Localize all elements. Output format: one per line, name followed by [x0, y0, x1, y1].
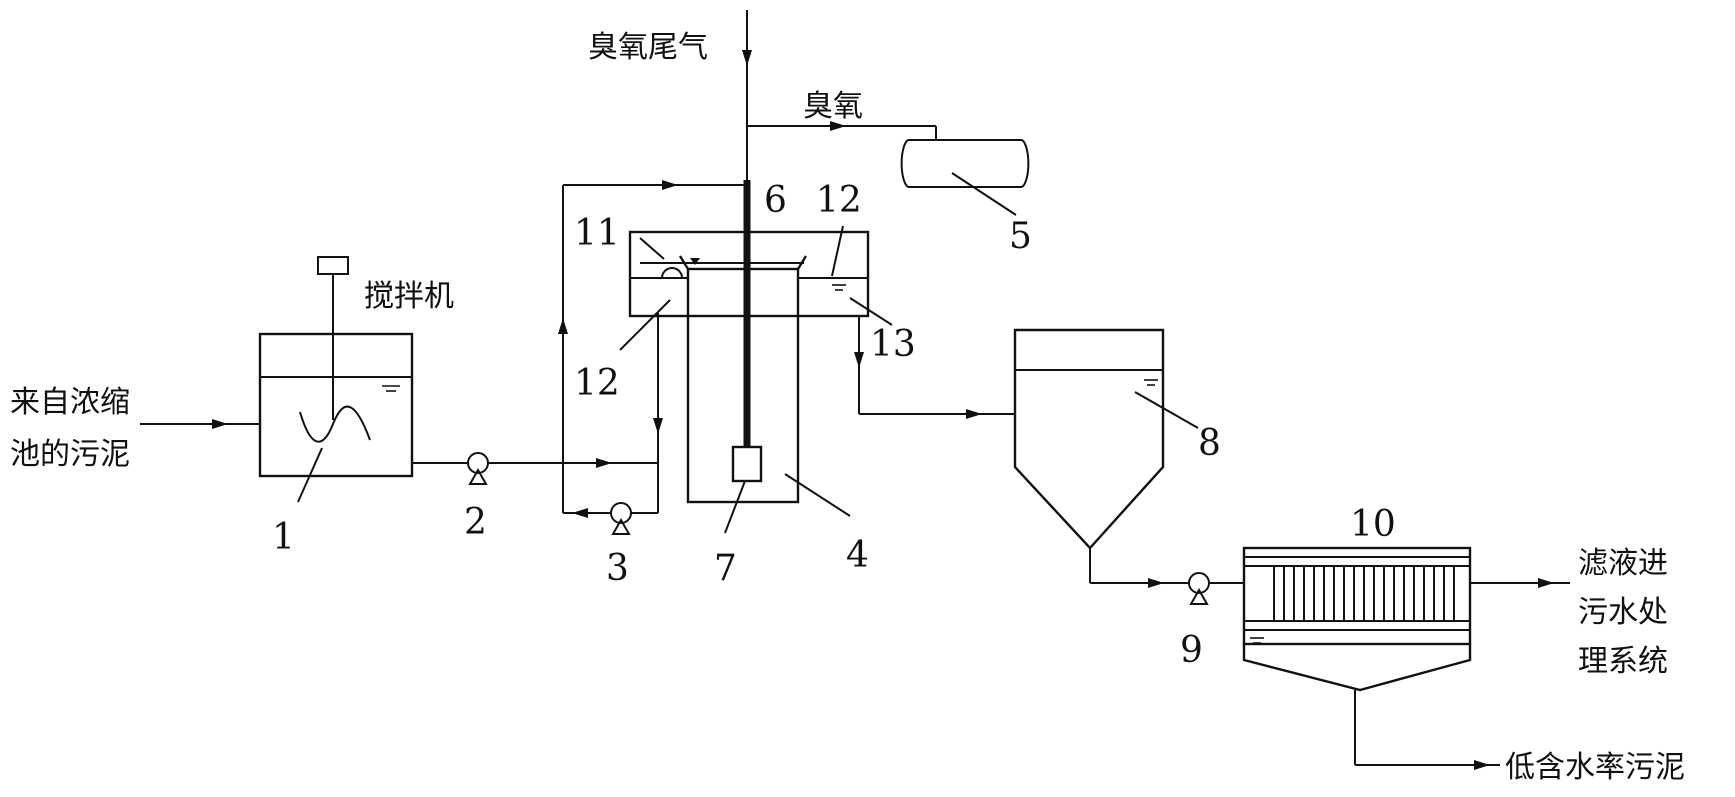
number-label-12-left: 12 [574, 363, 620, 404]
ozone-tail-gas-label: 臭氧尾气 [588, 30, 708, 65]
trough-outlet-line [854, 316, 1015, 419]
ozone-feed-line [747, 121, 937, 140]
leader-line-1 [297, 447, 323, 503]
agitator-label: 搅拌机 [364, 279, 454, 314]
number-label-8: 8 [1198, 423, 1221, 464]
leader-line-8 [1134, 391, 1199, 429]
leader-line-12-left [619, 299, 671, 351]
underflow-line [1089, 548, 1244, 588]
low-moisture-sludge-label: 低含水率污泥 [1505, 750, 1685, 785]
number-label-10: 10 [1350, 504, 1396, 545]
mixing-tank-1 [258, 332, 414, 478]
number-label-1: 1 [272, 517, 295, 558]
filtrate-label-line1: 滤液进 [1578, 546, 1668, 581]
pump-9 [1188, 572, 1210, 605]
ozone-label: 臭氧 [803, 89, 863, 124]
number-label-2: 2 [464, 502, 487, 543]
settling-tank-8 [1013, 328, 1165, 550]
ozone-reactor-4 [686, 267, 800, 504]
agitator-icon [299, 256, 371, 443]
leader-line-13 [849, 297, 893, 326]
number-label-6: 6 [764, 180, 787, 221]
inlet-sludge-label-line2: 池的污泥 [10, 437, 130, 472]
number-label-5: 5 [1009, 216, 1032, 257]
diffuser-head-7 [731, 445, 763, 483]
filtrate-label-line3: 理系统 [1578, 644, 1668, 679]
filtrate-outlet-line [1470, 578, 1570, 588]
filter-plates [1273, 566, 1455, 621]
number-label-4: 4 [846, 535, 869, 576]
leader-line-7 [724, 480, 746, 534]
number-label-12-right: 12 [816, 180, 862, 221]
number-label-13: 13 [870, 324, 916, 365]
sludge-cake-outlet-line [1354, 690, 1500, 770]
leader-line-5 [951, 172, 1017, 216]
inlet-sludge-label-line1: 来自浓缩 [10, 385, 130, 420]
pump-2 [467, 452, 489, 485]
number-label-7: 7 [714, 548, 737, 589]
inlet-sludge-line [140, 419, 260, 429]
feed-line [412, 458, 658, 468]
number-label-3: 3 [606, 548, 629, 589]
filter-press-10 [1242, 546, 1472, 692]
pump-3 [610, 502, 632, 535]
number-label-11: 11 [574, 213, 620, 254]
number-label-9: 9 [1180, 630, 1203, 671]
leader-line-4 [784, 473, 851, 517]
filtrate-label-line2: 污水处 [1578, 595, 1668, 630]
leader-line-11 [639, 237, 665, 260]
recirculation-loop [558, 180, 748, 518]
leader-line-12-right [831, 225, 844, 277]
ozone-tail-gas-line [742, 10, 752, 185]
ozone-generator-5 [900, 139, 1030, 188]
